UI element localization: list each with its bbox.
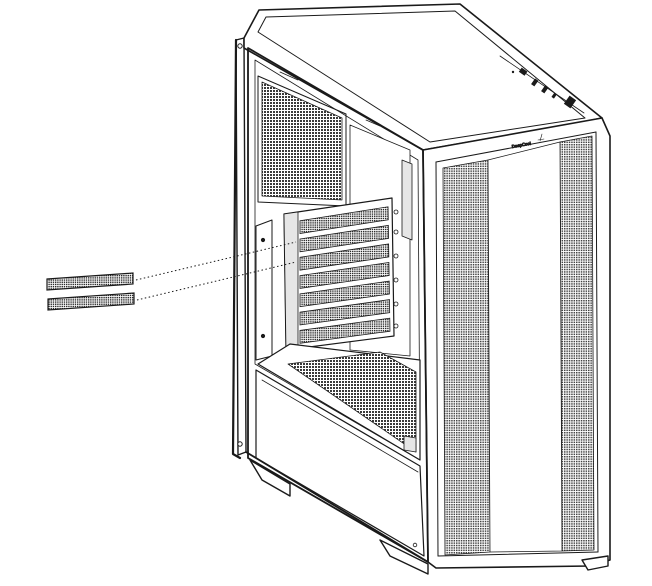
front-center-panel <box>488 142 562 552</box>
case-left-frame <box>236 38 246 455</box>
mb-tray-grommet <box>402 160 412 240</box>
expansion-slot-bar <box>284 212 298 350</box>
case-body: DeepCool <box>233 4 610 574</box>
rear-fan-mesh <box>262 82 342 200</box>
front-mesh-left <box>443 160 490 555</box>
panel-screw-icon-3 <box>413 543 417 547</box>
led-indicator-icon <box>512 71 514 73</box>
removed-slot-covers <box>47 273 134 310</box>
cable-cutout <box>404 436 416 452</box>
slot-cover-icon <box>47 273 133 290</box>
panel-screw-icon <box>238 44 242 48</box>
front-mesh-right <box>560 136 594 551</box>
bracket-screw-icon <box>261 238 264 241</box>
slot-cover-icon <box>48 293 134 310</box>
panel-screw-icon-2 <box>238 442 242 446</box>
bracket-screw-icon-2 <box>261 334 264 337</box>
